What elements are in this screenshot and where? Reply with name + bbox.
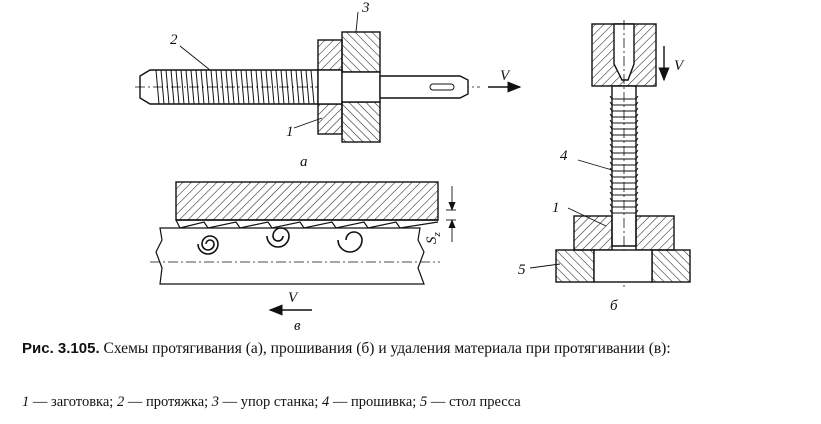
feed-label-sz: Sz [424, 232, 443, 245]
label-broach-2: 2 [170, 32, 178, 48]
workpiece-1-a [317, 39, 343, 135]
caption-prefix: Рис. 3.105. [22, 340, 100, 357]
chip-curls [197, 227, 363, 255]
figure-caption: Рис. 3.105. Схемы протягивания (а), прош… [22, 338, 812, 360]
label-press-table-5: 5 [518, 262, 526, 278]
scheme-b-push-broaching: V 4 1 5 б [518, 20, 691, 314]
scheme-a-broaching: V 2 3 1 а [135, 0, 522, 170]
sublabel-a: а [300, 154, 308, 170]
velocity-label-b: V [674, 58, 685, 74]
label-workpiece-1-b: 1 [552, 200, 560, 216]
sublabel-c: в [294, 318, 301, 334]
legend-item: 3 — упор станка; [211, 394, 322, 410]
scheme-c-chip-removal: Sz V в [150, 181, 456, 334]
label-stop-3: 3 [361, 0, 370, 16]
label-push-broach-4: 4 [560, 148, 568, 164]
velocity-label-c: V [288, 290, 299, 306]
workpiece-1-b [573, 215, 675, 251]
sublabel-b: б [610, 298, 618, 314]
push-broach-4 [609, 20, 639, 290]
machine-stop-3 [341, 31, 381, 143]
legend-item: 4 — прошивка; [322, 394, 420, 410]
legend-item: 5 — стол пресса [419, 394, 521, 410]
press-table-5 [555, 249, 691, 283]
figure-legend: 1 — заготовка; 2 — протяжка; 3 — упор ст… [22, 394, 812, 411]
broach-body-c [175, 181, 439, 221]
legend-item: 1 — заготовка; [22, 394, 117, 410]
broach-2 [135, 69, 480, 105]
caption-text: Схемы протягивания (а), прошивания (б) и… [99, 340, 671, 357]
legend-item: 2 — протяжка; [116, 394, 212, 410]
label-workpiece-1-a: 1 [286, 124, 294, 140]
velocity-label-a: V [500, 68, 511, 84]
broaching-diagram: V 2 3 1 а Sz V в [135, 0, 691, 334]
